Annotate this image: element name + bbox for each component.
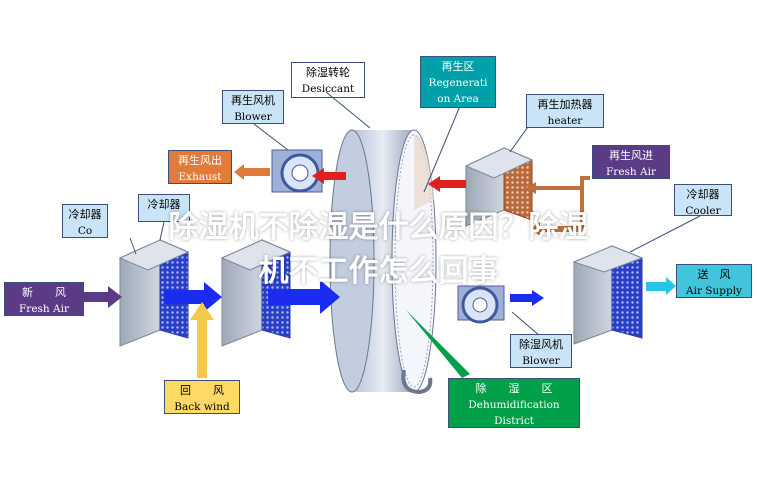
dehum-blower-unit <box>457 285 505 324</box>
cooler-right-label-en: Cooler <box>685 205 721 217</box>
dehum-district-label: 除 湿 区 Dehumidification District <box>448 378 580 428</box>
leader-lines <box>129 91 701 337</box>
process-air-arrow-1 <box>164 282 222 312</box>
cooler-right-label: 冷却器 Cooler <box>674 184 732 217</box>
regen-blower-label: 再生风机 Blower <box>222 90 284 124</box>
dehum-blower-label-zh: 除湿风机 <box>519 338 563 351</box>
air-supply-label-en: Air Supply <box>686 285 742 297</box>
regen-heater-label-zh: 再生加热器 <box>537 98 593 111</box>
regen-fresh-air-arrow <box>526 176 590 236</box>
cooler-left2-label: 冷却器 <box>138 194 190 222</box>
regen-fresh-air-label-zh: 再生风进 <box>609 149 653 162</box>
supply-air-arrow <box>646 277 676 295</box>
back-wind-label-en: Back wind <box>174 401 230 413</box>
desiccant-label-en: Desiccant <box>301 83 355 95</box>
regen-heater-label: 再生加热器 heater <box>526 94 604 128</box>
regen-air-arrow-heater <box>428 176 466 192</box>
dehum-district-label-en1: Dehumidification <box>468 399 560 411</box>
process-air-arrow-2 <box>268 280 340 314</box>
dehum-blower-label: 除湿风机 Blower <box>510 334 572 368</box>
exhaust-label-zh: 再生风出 <box>178 154 222 167</box>
fresh-air-label: 新 风 Fresh Air <box>4 282 84 316</box>
cooler-left1-label-en: Co <box>77 225 93 237</box>
regen-fresh-air-label: 再生风进 Fresh Air <box>592 145 670 179</box>
cooler-left2-label-zh: 冷却器 <box>147 198 181 211</box>
desiccant-wheel <box>329 129 437 393</box>
wheel-rotation-arrow <box>401 369 433 395</box>
fresh-air-arrow <box>84 286 122 308</box>
dehum-district-label-en2: District <box>494 415 534 427</box>
regen-area-label: 再生区 Regenerati on Area <box>420 56 496 108</box>
regen-blower-label-en: Blower <box>234 111 272 123</box>
regen-blower-label-zh: 再生风机 <box>231 94 275 107</box>
back-wind-label-zh: 回 风 <box>180 384 224 397</box>
back-wind-label: 回 风 Back wind <box>164 380 240 414</box>
air-supply-label: 送 风 Air Supply <box>676 264 752 298</box>
regen-area-label-en2: on Area <box>437 93 479 105</box>
fresh-air-label-zh: 新 风 <box>22 286 66 299</box>
cooler-right-label-zh: 冷却器 <box>686 188 720 201</box>
regen-air-arrow-wheel <box>312 168 346 184</box>
exhaust-label: 再生风出 Exhaust <box>168 150 232 184</box>
dehum-blower-outlet-arrow <box>510 290 544 306</box>
dehum-district-label-zh: 除 湿 区 <box>475 382 553 395</box>
heater-unit <box>464 147 534 227</box>
exhaust-label-en: Exhaust <box>178 171 222 183</box>
cooler-unit-left-1 <box>118 239 190 347</box>
back-wind-arrow <box>190 302 214 378</box>
regen-area-label-zh: 再生区 <box>441 60 475 73</box>
exhaust-arrow <box>234 164 270 180</box>
cooler-unit-right <box>572 245 644 345</box>
cooler-left1-label-zh: 冷却器 <box>68 208 102 221</box>
regen-heater-label-en: heater <box>547 115 583 127</box>
overlay-title-line2: 机不工作怎么回事 <box>258 254 499 289</box>
dehum-district-pointer <box>406 310 470 378</box>
dehum-blower-label-en: Blower <box>522 355 560 367</box>
fresh-air-label-en: Fresh Air <box>19 303 69 315</box>
regen-blower-unit <box>271 149 323 193</box>
desiccant-label-zh: 除湿转轮 <box>306 66 350 79</box>
cooler-left1-label: 冷却器 Co <box>62 204 108 238</box>
overlay-title-line1: 除湿机不除湿是什么原因？除湿 <box>168 210 589 245</box>
desiccant-label: 除湿转轮 Desiccant <box>291 62 365 98</box>
regen-area-label-en1: Regenerati <box>428 77 488 89</box>
regen-fresh-air-label-en: Fresh Air <box>606 166 656 178</box>
air-supply-label-zh: 送 风 <box>697 268 731 281</box>
